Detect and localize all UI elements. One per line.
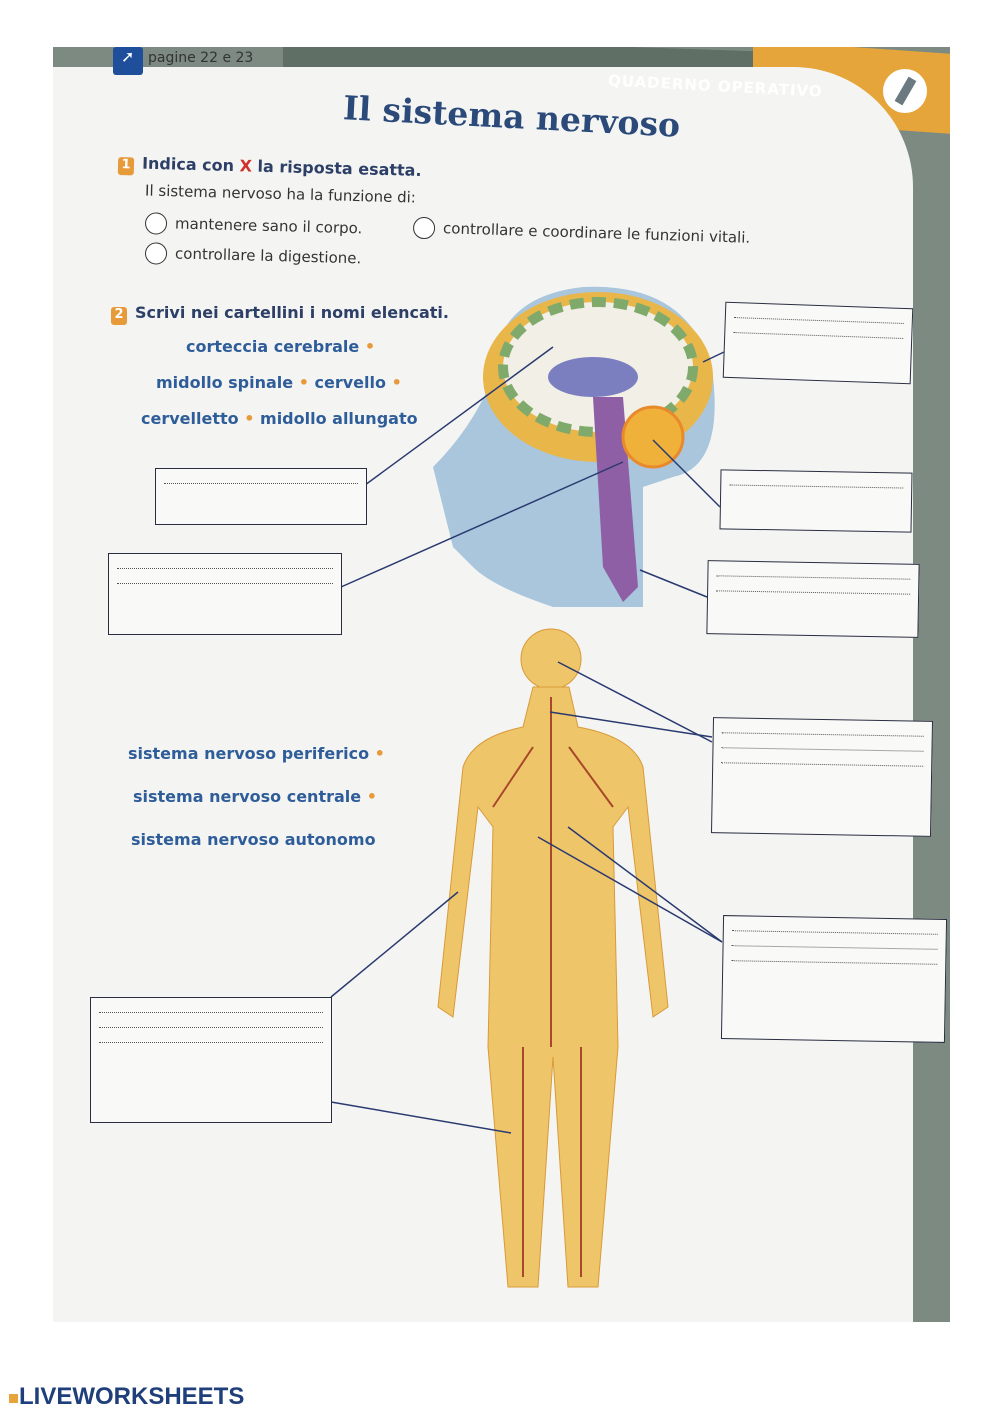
label-box-body-right-1[interactable]: [711, 717, 933, 837]
label-box-brain-right-3[interactable]: [706, 560, 920, 638]
word-periferico: sistema nervoso periferico •: [128, 744, 385, 763]
cursor-icon: ➚: [113, 47, 143, 75]
leader-lines: [330, 346, 725, 1134]
word-centrale: sistema nervoso centrale •: [133, 787, 377, 806]
word-cervelletto-allungato: cervelletto • midollo allungato: [141, 409, 418, 428]
label-box-brain-right-1[interactable]: [722, 301, 914, 385]
diagrams: [330, 286, 725, 1288]
brain-diagram: [433, 286, 715, 607]
label-box-brain-left-1[interactable]: [155, 468, 367, 525]
label-box-body-left[interactable]: [90, 997, 332, 1123]
worksheet-photo: ➚ pagine 22 e 23 QUADERNO OPERATIVO Il s…: [53, 47, 950, 1322]
word-autonomo: sistema nervoso autonomo: [131, 830, 376, 849]
word-midollo-cervello: midollo spinale • cervello •: [156, 373, 402, 392]
page-reference: pagine 22 e 23: [148, 50, 254, 66]
pencil-icon: [883, 69, 927, 113]
label-box-brain-right-2[interactable]: [719, 469, 913, 533]
label-box-brain-left-2[interactable]: [108, 553, 342, 635]
body-diagram: [437, 628, 669, 1288]
liveworksheets-logo: LIVEWORKSHEETS: [8, 1383, 244, 1411]
word-corteccia: corteccia cerebrale •: [186, 337, 376, 356]
label-box-body-right-2[interactable]: [720, 915, 948, 1043]
